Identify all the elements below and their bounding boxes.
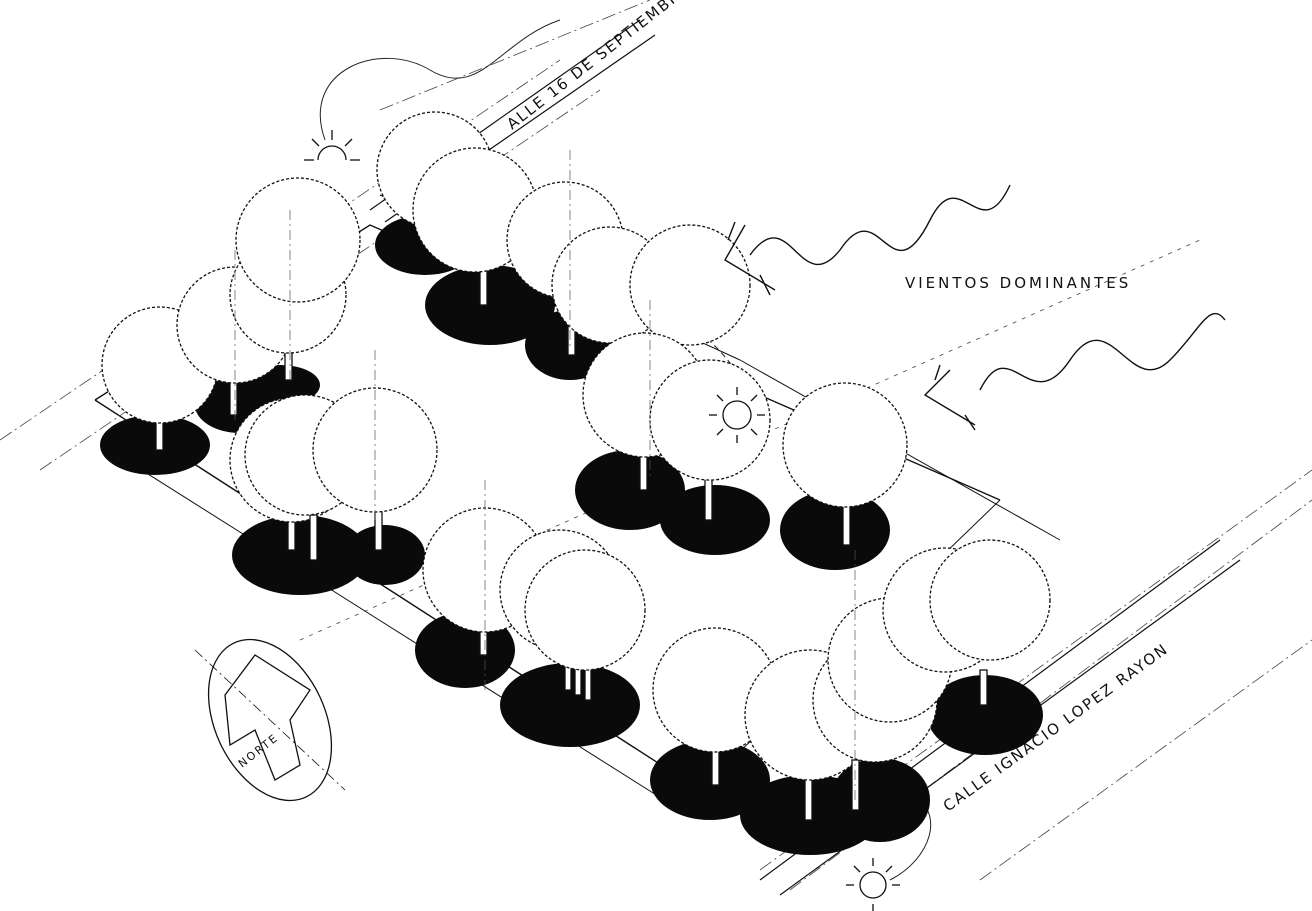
north-arrow-icon bbox=[194, 638, 346, 802]
sun-icon bbox=[304, 130, 900, 911]
tree bbox=[782, 382, 908, 546]
shadow-16 bbox=[830, 758, 930, 842]
shadow-7 bbox=[425, 265, 555, 345]
street-label-top: ALLE 16 DE SEPTIEMBRE bbox=[503, 0, 693, 133]
sun-icon-center bbox=[709, 387, 765, 443]
sun-icon-bottom bbox=[846, 858, 900, 911]
wind-arrow-icon bbox=[724, 184, 1226, 431]
sun-icon-top bbox=[304, 130, 360, 161]
trees bbox=[101, 111, 1051, 821]
shadow-10 bbox=[660, 485, 770, 555]
shadow-1 bbox=[100, 415, 210, 475]
shadow-13 bbox=[500, 663, 640, 747]
vertical-guides bbox=[234, 150, 856, 800]
shadow-9 bbox=[575, 450, 685, 530]
tree bbox=[235, 177, 361, 303]
shadow-5 bbox=[345, 525, 425, 585]
tree bbox=[524, 549, 646, 701]
shadow-11 bbox=[780, 490, 890, 570]
winds-label: VIENTOS DOMINANTES bbox=[905, 274, 1131, 292]
shadow-4 bbox=[232, 515, 368, 595]
tree bbox=[629, 224, 751, 346]
shadow-14 bbox=[650, 740, 770, 820]
tree bbox=[929, 539, 1051, 661]
shadow-17 bbox=[927, 675, 1043, 755]
tree bbox=[649, 359, 771, 521]
